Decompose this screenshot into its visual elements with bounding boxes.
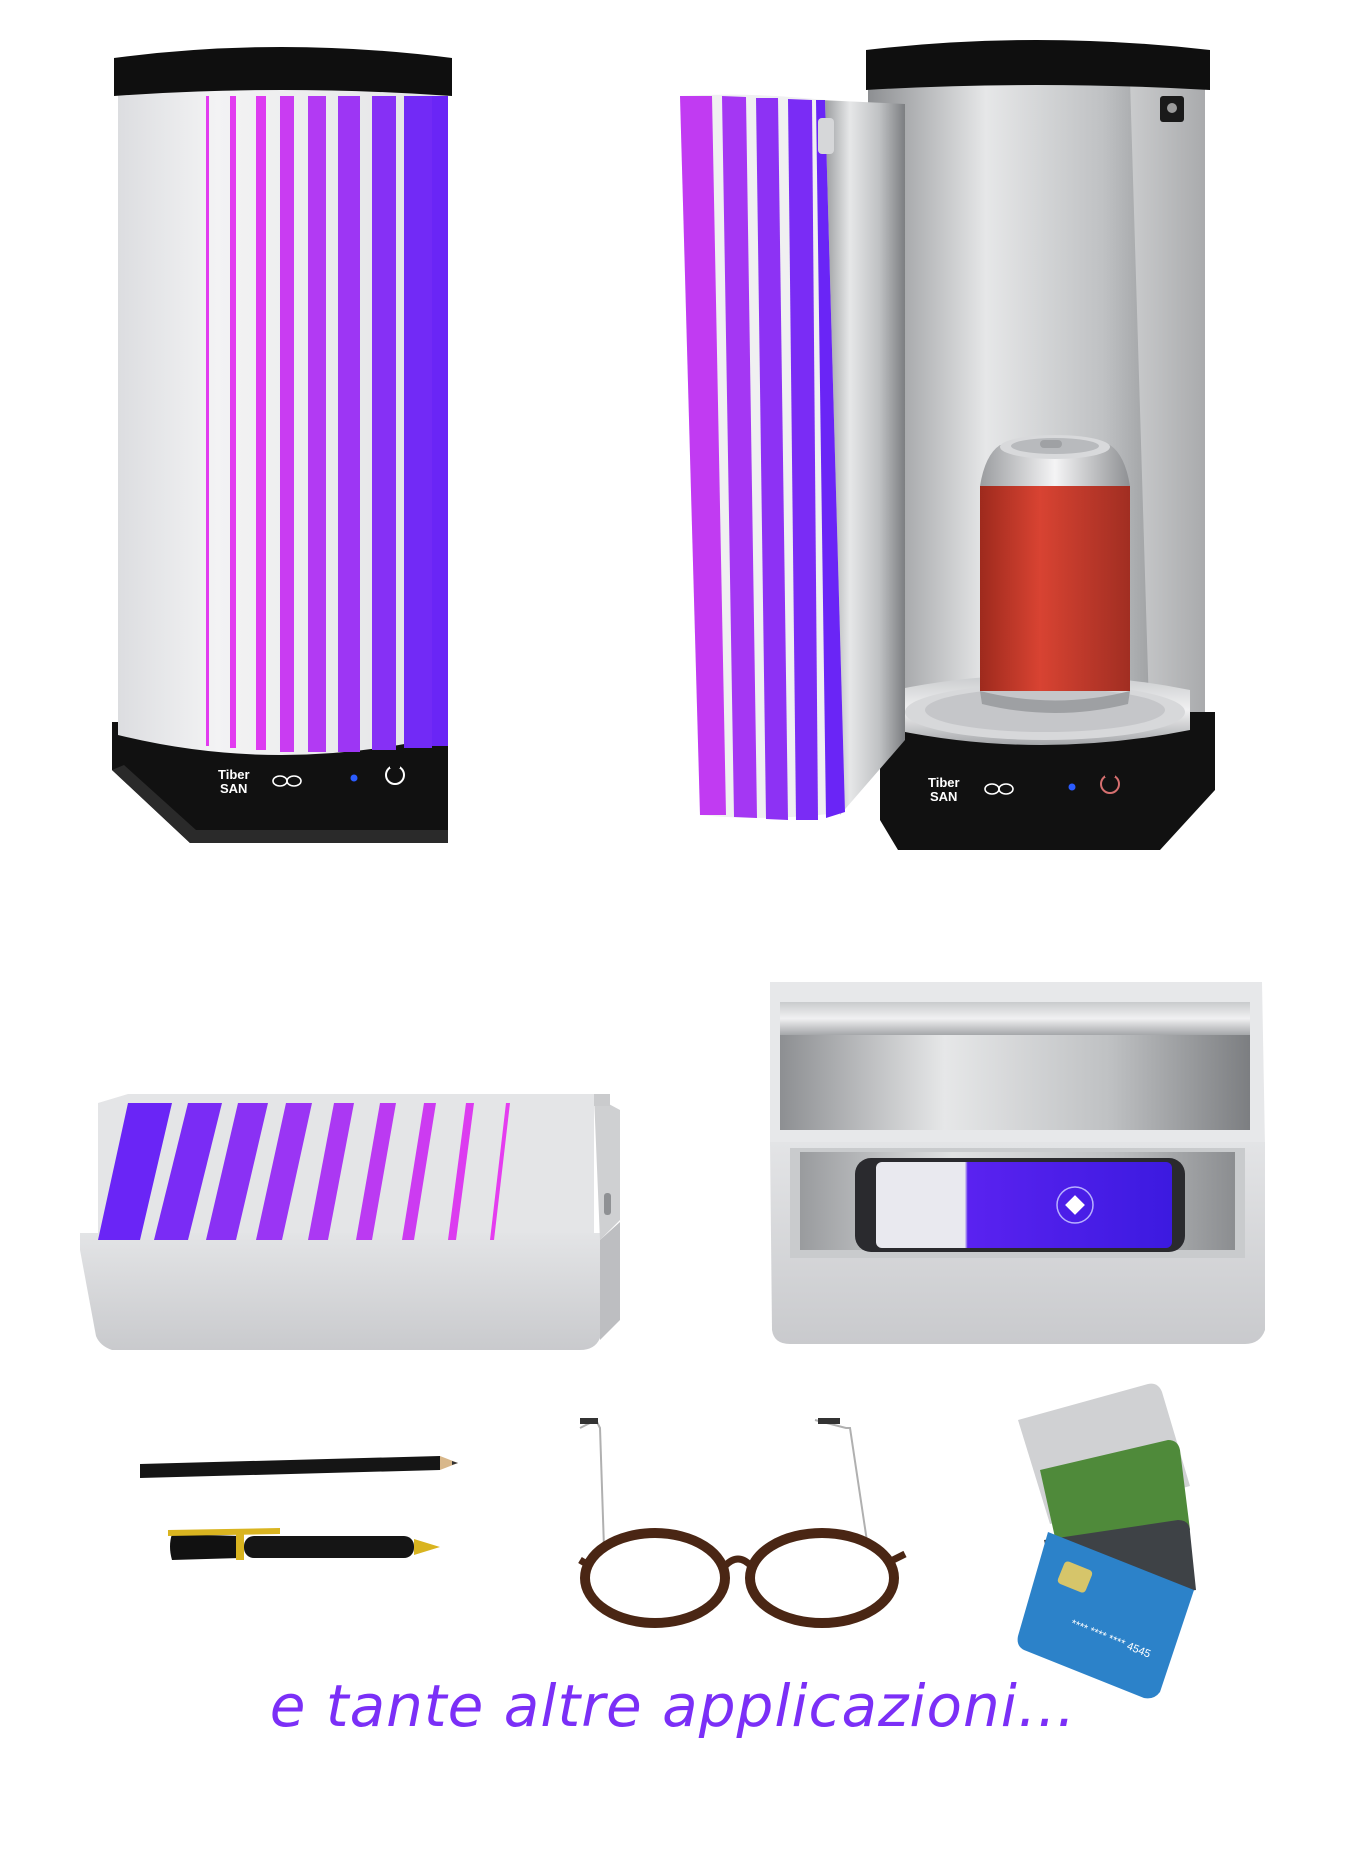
- svg-text:Tiber: Tiber: [928, 775, 960, 790]
- cards-stack: **** **** **** 4545: [1017, 1383, 1196, 1699]
- pencil: [140, 1456, 458, 1478]
- eyeglasses: [578, 1418, 907, 1628]
- svg-text:Tiber: Tiber: [218, 767, 250, 782]
- cylinder-top-cap: [114, 47, 452, 96]
- cylinder-device-closed: Tiber SAN: [112, 47, 452, 843]
- power-icon[interactable]: [1100, 771, 1120, 794]
- svg-text:SAN: SAN: [930, 789, 957, 804]
- uv-stripes: [206, 96, 448, 752]
- caption-text: e tante altre applicazioni...: [269, 1672, 1077, 1740]
- credit-card: **** **** **** 4545: [1017, 1532, 1194, 1699]
- smartphone: [855, 1158, 1185, 1252]
- cylinder-device-open: Tiber SAN: [680, 40, 1215, 850]
- box-device-open: [770, 982, 1265, 1344]
- pen: [168, 1528, 440, 1560]
- butterfly-logo-icon: [272, 775, 302, 787]
- door-panel: [820, 100, 905, 815]
- led-indicator-icon: [1068, 783, 1076, 791]
- led-indicator-icon: [350, 774, 358, 782]
- open-base: [880, 712, 1215, 850]
- door-uv-stripes: [680, 96, 845, 820]
- butterfly-logo-icon: [984, 783, 1014, 795]
- soda-can: [980, 435, 1130, 713]
- brand-logo: Tiber SAN: [218, 767, 302, 796]
- box-uv-stripes: [98, 1103, 510, 1240]
- svg-text:SAN: SAN: [220, 781, 247, 796]
- power-icon[interactable]: [385, 762, 405, 785]
- cylinder-base: [112, 722, 448, 843]
- box-device-closed: [80, 1094, 620, 1350]
